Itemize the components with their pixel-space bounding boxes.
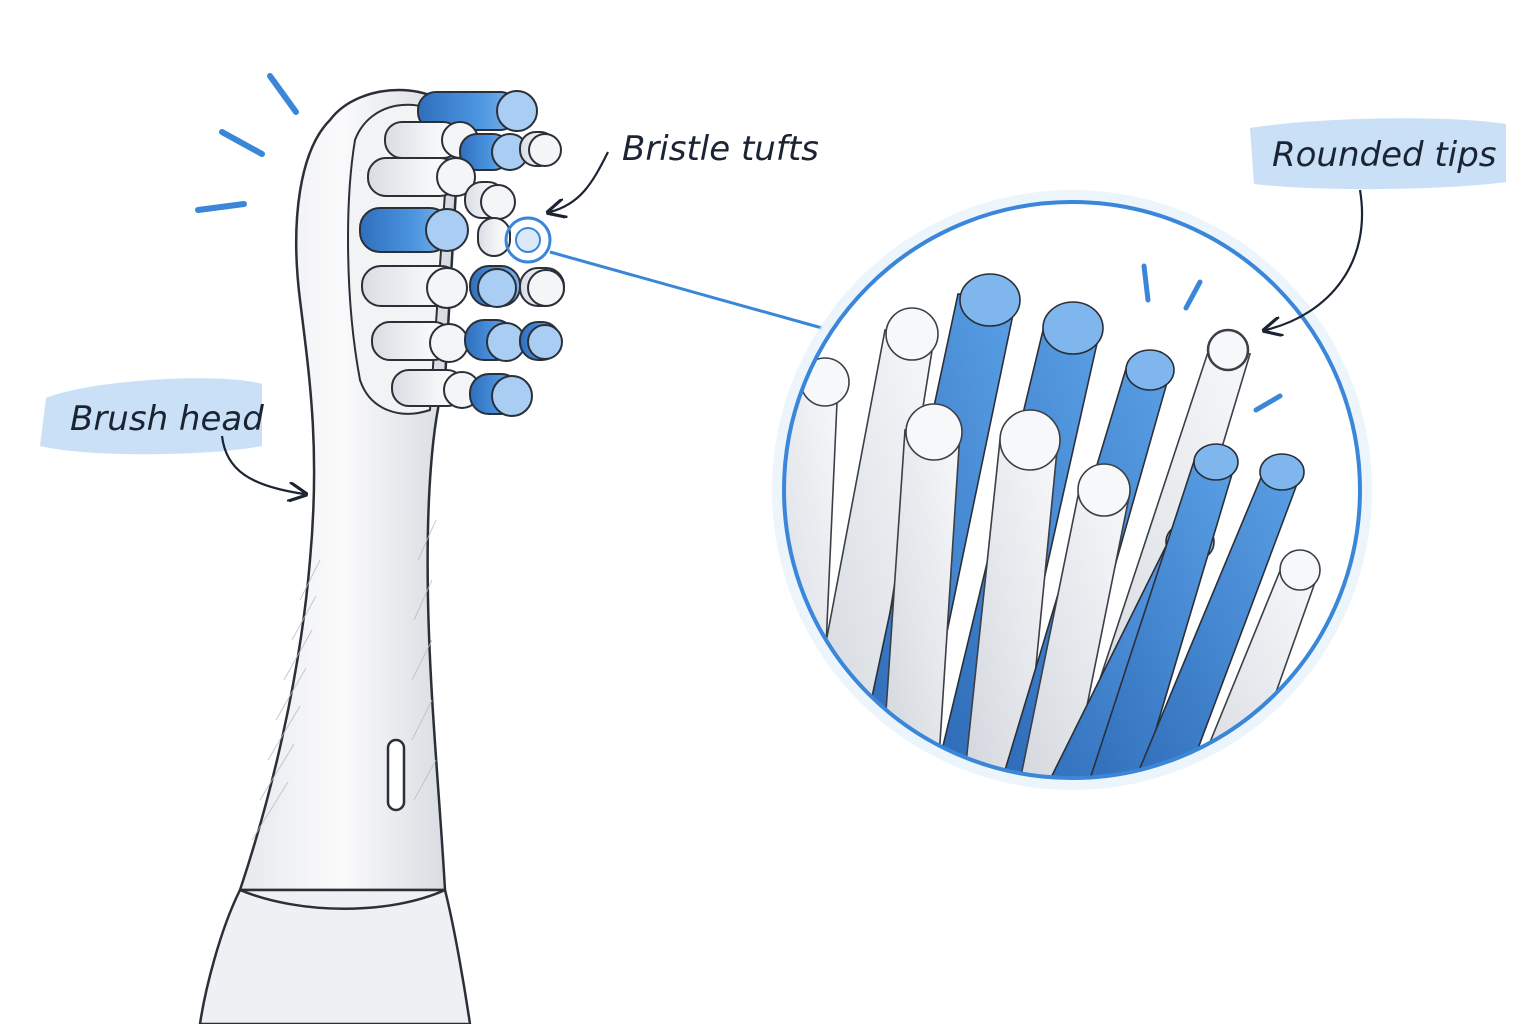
label-bristle-tufts: Bristle tufts xyxy=(550,129,819,212)
zoom-sparkle-marks xyxy=(1141,263,1283,413)
tuft xyxy=(464,181,516,220)
bristle-tufts-label: Bristle tufts xyxy=(622,129,819,169)
rounded-tips-arrow xyxy=(1266,189,1364,330)
tuft xyxy=(464,319,526,362)
bristle xyxy=(1168,549,1321,778)
neck-slot xyxy=(386,738,406,812)
tuft xyxy=(477,217,511,257)
brush-head-label: Brush head xyxy=(70,399,264,439)
tuft xyxy=(459,133,529,171)
neck-hatching xyxy=(251,519,437,841)
tuft xyxy=(361,265,468,309)
tuft xyxy=(469,373,533,417)
zoomed-bristles xyxy=(784,273,1321,778)
tuft xyxy=(371,321,469,363)
brush-head-arrow xyxy=(220,435,304,494)
base-ring xyxy=(239,888,446,910)
label-rounded-tips: Rounded tips xyxy=(1250,118,1506,330)
brush-base xyxy=(198,888,472,1024)
rounded-tips-label: Rounded tips xyxy=(1272,135,1497,175)
bristle-tufts-arrow xyxy=(550,151,609,212)
bristle-tufts-group xyxy=(359,90,565,417)
tuft xyxy=(359,207,469,253)
tuft xyxy=(519,321,563,361)
sparkle-marks xyxy=(195,73,299,213)
bristle xyxy=(1009,463,1131,778)
tuft xyxy=(519,131,562,167)
tuft-highlight-ring xyxy=(504,216,552,264)
tuft xyxy=(367,157,476,197)
tuft xyxy=(384,121,479,159)
tuft xyxy=(391,369,481,409)
magnifier-circle xyxy=(772,190,1372,790)
zoom-connector-line xyxy=(549,250,823,330)
tuft xyxy=(519,267,565,307)
label-brush-head: Brush head xyxy=(40,378,304,494)
bristle xyxy=(1108,453,1305,778)
tuft-highlight-center xyxy=(515,227,541,253)
bristle xyxy=(959,409,1061,778)
tuft xyxy=(469,265,521,308)
bristle xyxy=(1068,443,1239,778)
